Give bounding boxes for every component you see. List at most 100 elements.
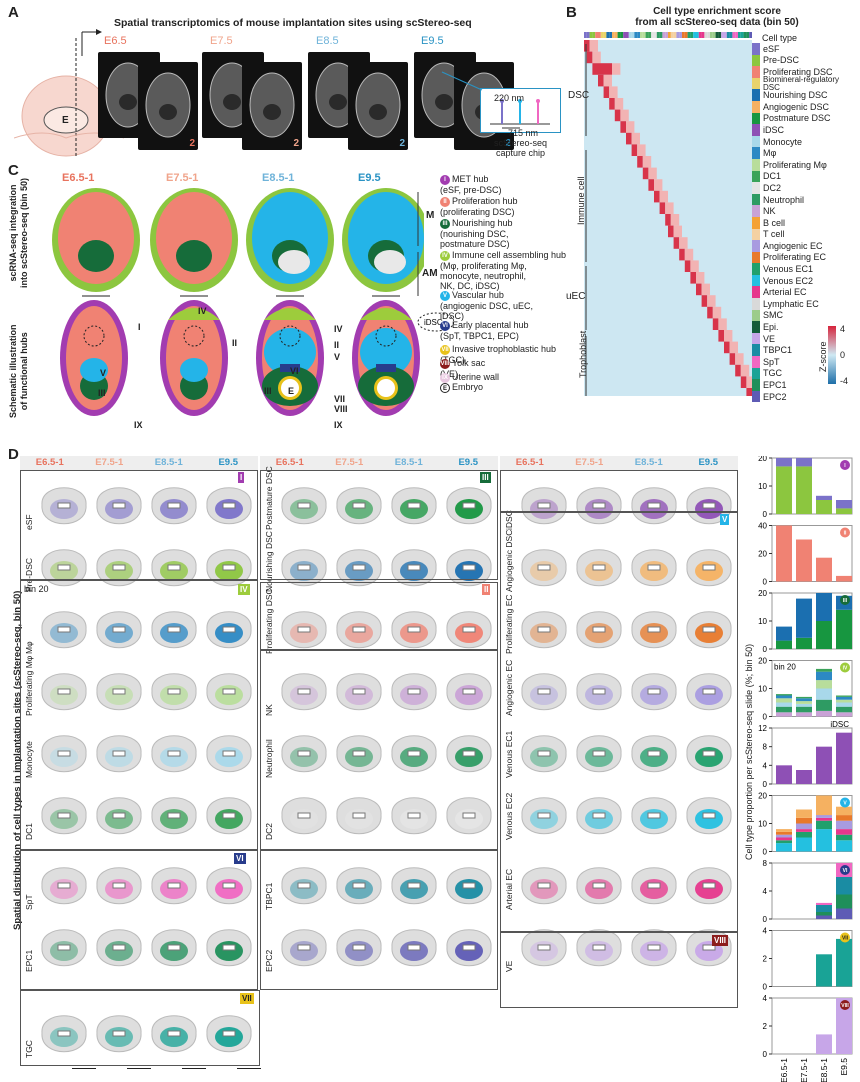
heatmap-cell xyxy=(673,237,680,249)
cell-type-spatial-row xyxy=(521,673,732,711)
cell-type-swatch xyxy=(752,158,760,171)
hub-tag: I xyxy=(238,472,245,483)
hub-group-box xyxy=(500,470,738,512)
cell-type-name: Angiogenic EC xyxy=(763,240,823,251)
hub-group-box xyxy=(260,470,498,580)
cluster-strip-cell xyxy=(651,32,654,38)
cell-density xyxy=(50,809,78,829)
cell-density xyxy=(530,685,558,705)
cell-density xyxy=(290,623,318,643)
group-brackets xyxy=(585,44,587,396)
cell-type-swatch xyxy=(752,135,760,148)
stage-label-c-2: E8.5-1 xyxy=(262,172,295,184)
cell-density xyxy=(640,685,668,705)
embryo-cavity xyxy=(352,882,366,889)
embryo-cavity xyxy=(352,502,366,509)
embryo-cavity xyxy=(462,626,476,633)
bar-segment xyxy=(776,694,792,696)
cell-density xyxy=(105,941,133,961)
cell-type-name: DC1 xyxy=(763,171,782,182)
embryo-cavity xyxy=(647,812,661,819)
cell-type-name: Postmature DSC xyxy=(763,113,831,124)
cell-density xyxy=(455,809,483,829)
embryo-cavity xyxy=(222,812,236,819)
bar-hub-badge-label: II xyxy=(844,531,847,537)
embryo-cavity xyxy=(167,564,181,571)
embryo-cavity xyxy=(407,688,421,695)
bar-segment xyxy=(816,688,832,700)
cluster-strip-cell xyxy=(606,32,610,38)
section-number: 2 xyxy=(399,138,405,149)
heatmap-cell xyxy=(718,330,724,342)
bar-segment xyxy=(776,834,792,838)
integration-maps xyxy=(52,188,424,297)
hub-callout: II xyxy=(334,340,339,350)
y-tick-label: 40 xyxy=(758,522,767,531)
heatmap-cell xyxy=(724,330,733,342)
embryo-cavity xyxy=(592,502,606,509)
bar-segment xyxy=(796,831,812,838)
heatmap-cell xyxy=(707,306,713,319)
bar-segment xyxy=(796,817,812,824)
cluster-strip-cell xyxy=(726,32,730,38)
cluster-strip-cell xyxy=(609,32,612,38)
embryo-cavity xyxy=(222,502,236,509)
cell-type-name: Epi. xyxy=(763,322,779,333)
cell-density xyxy=(105,499,133,519)
cluster-strip-cell xyxy=(712,32,716,38)
bar-segment xyxy=(816,820,832,830)
hub-badge: IX xyxy=(440,372,450,383)
cell-type-legend-item: VE xyxy=(752,332,853,345)
embryo-cavity xyxy=(537,944,551,951)
heatmap-cell xyxy=(642,156,652,168)
heatmap-cell xyxy=(654,190,660,203)
cell-type-legend-item: Biomineral-regulatory DSC xyxy=(752,75,853,91)
heatmap-cell xyxy=(735,353,744,365)
heatmap-cell xyxy=(637,144,646,156)
cell-type-swatch xyxy=(752,263,760,275)
hub-group-box xyxy=(260,582,498,650)
cell-density xyxy=(215,623,243,643)
zscore-label: Z-score xyxy=(818,341,828,372)
embryo-cavity xyxy=(57,626,71,633)
cell-type-name: Mφ xyxy=(763,148,777,159)
cell-density xyxy=(455,499,483,519)
cell-type-name: EPC2 xyxy=(763,391,787,402)
embryo-cavity xyxy=(297,626,311,633)
section-number: 2 xyxy=(189,138,195,149)
bar-hub-badge-label: III xyxy=(843,598,848,604)
cell-density xyxy=(585,747,613,767)
hub-badge: V xyxy=(440,290,450,301)
cell-density xyxy=(50,1027,78,1047)
cluster-strip-cell xyxy=(656,32,660,38)
cell-type-spatial-row xyxy=(41,1015,252,1053)
bar-segment xyxy=(776,458,792,467)
bar-segment xyxy=(836,877,852,895)
embryo-cavity xyxy=(57,750,71,757)
heatmap-cell xyxy=(746,376,755,388)
cluster-strip-cell xyxy=(679,32,682,38)
cell-type-swatch xyxy=(752,344,760,357)
hub-legend-text: Early placental hub (SpT, TBPC1, EPC) xyxy=(440,320,529,341)
panel-a-label: A xyxy=(8,4,19,21)
heatmap-cell xyxy=(603,86,610,98)
cell-density xyxy=(695,561,723,581)
cell-type-swatch xyxy=(752,89,760,101)
hub-group-box xyxy=(20,850,258,990)
y-tick-label: 2 xyxy=(763,955,768,964)
cell-type-spatial-row xyxy=(41,867,252,905)
bar-segment xyxy=(816,671,832,681)
bar-hub-badge-label: V xyxy=(843,801,847,807)
cell-type-swatch xyxy=(752,205,760,217)
hub-group-box xyxy=(500,512,738,932)
cell-density xyxy=(640,809,668,829)
cell-density xyxy=(105,561,133,581)
cell-density xyxy=(50,561,78,581)
stage-header: E9.5 xyxy=(698,457,719,468)
